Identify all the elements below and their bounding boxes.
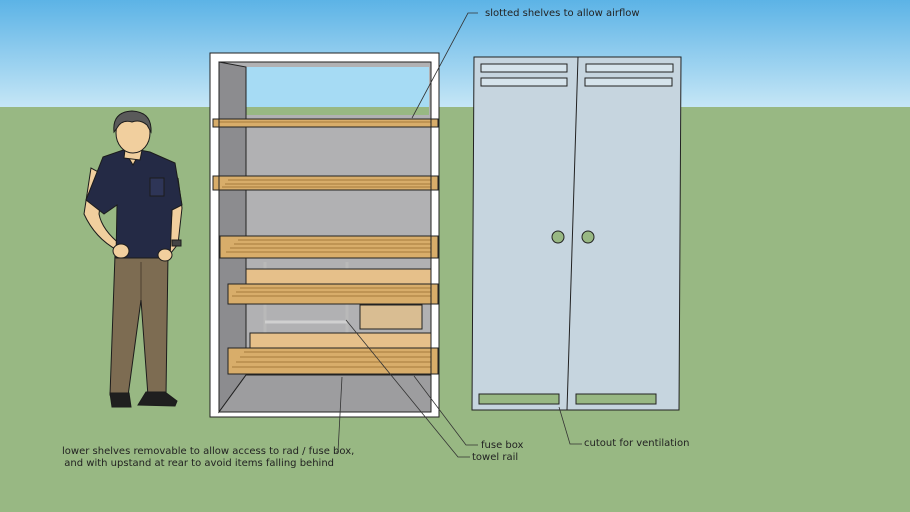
closed-cabinet [471,56,682,411]
annotation-fuse-box: fuse box [481,440,524,451]
shelf-5 [227,332,439,375]
open-cabinet [209,52,440,418]
shelf-1 [212,118,439,128]
leader-lines [336,12,582,458]
annotation-slotted-shelves: slotted shelves to allow airflow [485,8,640,19]
shelf-3 [219,235,439,259]
human-figure [83,110,183,408]
door-handle-left [551,230,565,244]
shelf-4 [227,268,439,305]
ventilation-cutout-left [478,393,560,405]
shelf-2 [212,175,439,191]
annotation-cutout: cutout for ventilation [584,438,690,449]
annotation-lower-shelves: lower shelves removable to allow access … [62,446,354,469]
sky [0,0,910,107]
cabinet-doors [471,56,682,411]
ventilation-cutout-right [575,393,657,405]
annotation-towel-rail: towel rail [472,452,519,463]
fuse-box [359,304,423,330]
door-handle-right [581,230,595,244]
